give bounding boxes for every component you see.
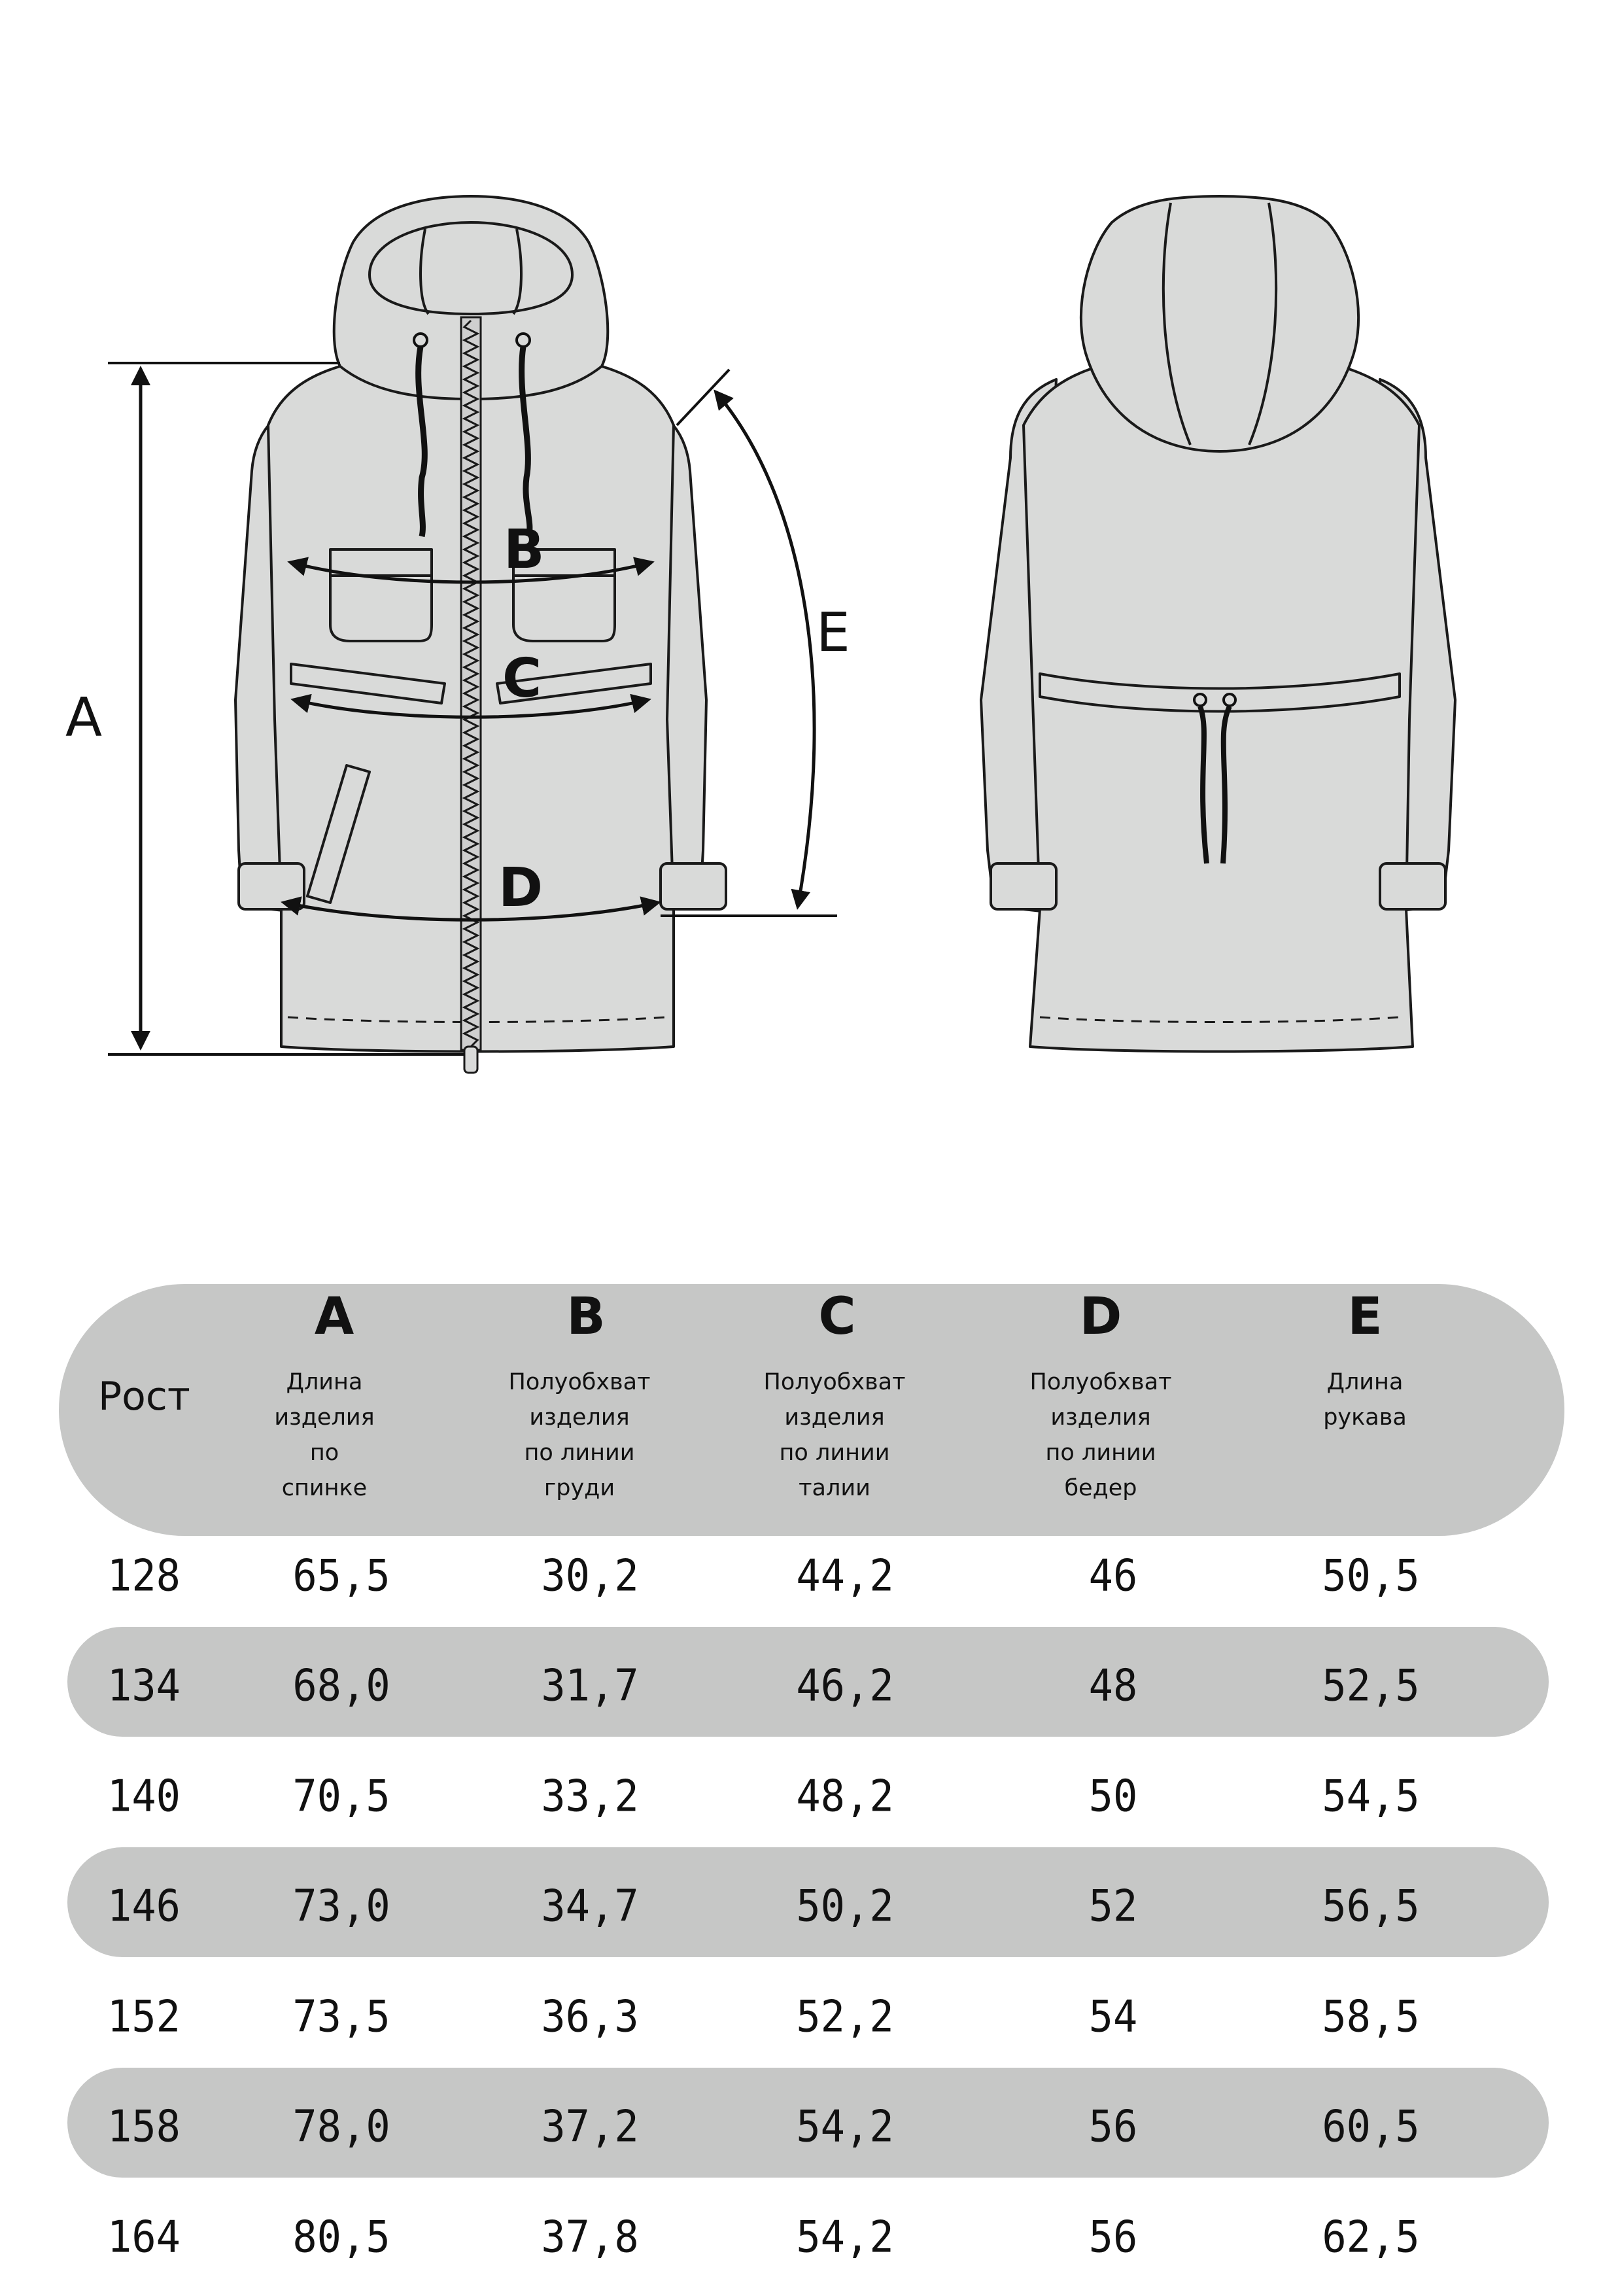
table-cell-rost: 158 bbox=[107, 2100, 181, 2152]
table-cell-value: 60,5 bbox=[1322, 2100, 1420, 2152]
table-cell-value: 52 bbox=[1088, 1880, 1138, 1932]
column-letter-a: A bbox=[314, 1287, 354, 1346]
column-letter-c: C bbox=[818, 1287, 856, 1346]
table-cell-value: 54,5 bbox=[1322, 1770, 1420, 1822]
column-desc-e: Длина рукава bbox=[1323, 1369, 1407, 1431]
table-cell-value: 36,3 bbox=[541, 1991, 639, 2042]
label-e: E bbox=[816, 602, 850, 664]
table-cell-value: 54,2 bbox=[796, 2211, 894, 2263]
table-cell-value: 80,5 bbox=[292, 2211, 390, 2263]
label-a: A bbox=[65, 687, 102, 749]
table-cell-rost: 128 bbox=[107, 1550, 181, 1601]
table-cell-rost: 164 bbox=[107, 2211, 181, 2263]
table-cell-value: 31,7 bbox=[541, 1660, 639, 1711]
table-cell-rost: 140 bbox=[107, 1770, 181, 1822]
table-cell-value: 34,7 bbox=[541, 1880, 639, 1932]
table-cell-value: 37,8 bbox=[541, 2211, 639, 2263]
table-cell-value: 52,5 bbox=[1322, 1660, 1420, 1711]
table-cell-rost: 134 bbox=[107, 1660, 181, 1711]
table-cell-value: 54,2 bbox=[796, 2100, 894, 2152]
row-band-4 bbox=[67, 1847, 1549, 1957]
column-header-rost: Рост bbox=[98, 1374, 190, 1419]
table-cell-value: 73,5 bbox=[292, 1991, 390, 2042]
table-cell-value: 78,0 bbox=[292, 2100, 390, 2152]
table-cell-value: 56 bbox=[1088, 2100, 1138, 2152]
table-cell-value: 50,5 bbox=[1322, 1550, 1420, 1601]
garment-diagram: A B C D E bbox=[65, 195, 1456, 1074]
column-desc-a: Длина изделия по спинке bbox=[274, 1369, 375, 1501]
table-cell-value: 56,5 bbox=[1322, 1880, 1420, 1932]
column-desc-d: Полуобхват изделия по линии бедер bbox=[1029, 1369, 1172, 1501]
table-cell-value: 46 bbox=[1088, 1550, 1138, 1601]
row-band-2 bbox=[67, 1627, 1549, 1737]
column-desc-c: Полуобхват изделия по линии талии bbox=[763, 1369, 906, 1501]
table-cell-value: 48,2 bbox=[796, 1770, 894, 1822]
table-cell-value: 70,5 bbox=[292, 1770, 390, 1822]
table-cell-value: 46,2 bbox=[796, 1660, 894, 1711]
column-letter-b: B bbox=[566, 1287, 606, 1346]
label-d: D bbox=[498, 857, 543, 919]
table-cell-value: 58,5 bbox=[1322, 1991, 1420, 2042]
table-cell-value: 65,5 bbox=[292, 1550, 390, 1601]
table-cell-value: 62,5 bbox=[1322, 2211, 1420, 2263]
table-cell-value: 48 bbox=[1088, 1660, 1138, 1711]
column-desc-b: Полуобхват изделия по линии груди bbox=[508, 1369, 651, 1501]
table-cell-value: 44,2 bbox=[796, 1550, 894, 1601]
table-cell-rost: 146 bbox=[107, 1880, 181, 1932]
table-cell-value: 50,2 bbox=[796, 1880, 894, 1932]
front-drawstrings bbox=[413, 332, 533, 538]
back-view bbox=[980, 195, 1456, 1053]
table-cell-value: 52,2 bbox=[796, 1991, 894, 2042]
table-cell-value: 37,2 bbox=[541, 2100, 639, 2152]
table-header-band bbox=[59, 1284, 1564, 1536]
back-drawstring bbox=[1193, 693, 1237, 864]
table-cell-value: 73,0 bbox=[292, 1880, 390, 1932]
table-cell-value: 33,2 bbox=[541, 1770, 639, 1822]
table-cell-value: 50 bbox=[1088, 1770, 1138, 1822]
table-cell-value: 68,0 bbox=[292, 1660, 390, 1711]
table-cell-value: 30,2 bbox=[541, 1550, 639, 1601]
row-band-6 bbox=[67, 2068, 1549, 2178]
column-letter-d: D bbox=[1079, 1287, 1122, 1346]
column-letter-e: E bbox=[1347, 1287, 1383, 1346]
label-c: C bbox=[502, 648, 542, 710]
table-cell-rost: 152 bbox=[107, 1991, 181, 2042]
measurement-lines bbox=[108, 362, 837, 1056]
zipper bbox=[460, 316, 482, 1074]
label-b: B bbox=[504, 519, 545, 581]
table-cell-value: 54 bbox=[1088, 1991, 1138, 2042]
table-cell-value: 56 bbox=[1088, 2211, 1138, 2263]
